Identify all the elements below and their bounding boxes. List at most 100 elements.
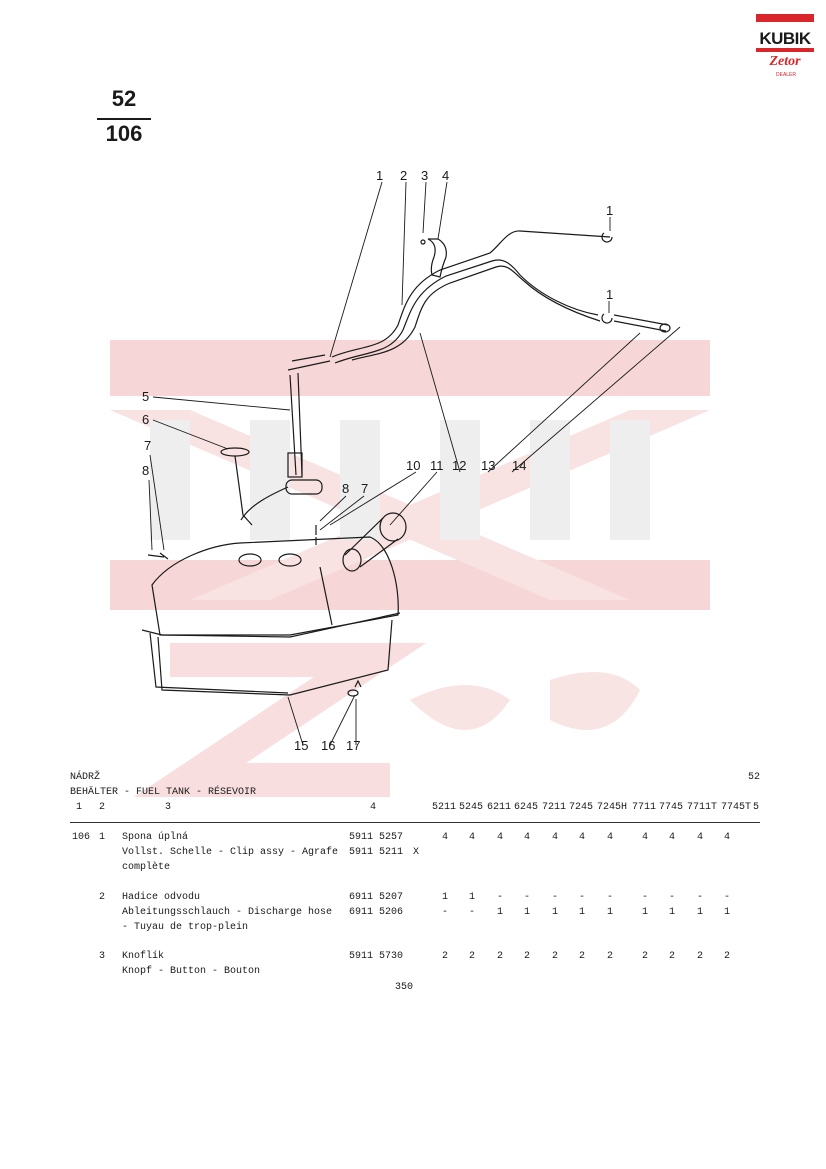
row-1-pos: 1 [99, 832, 106, 843]
logo-brand: KUBIK [759, 29, 811, 48]
qty-cell: 2 [552, 951, 559, 962]
model-7211: 7211 [542, 802, 567, 813]
page-folio: 350 [395, 982, 414, 993]
qty-cell: - [697, 892, 704, 903]
qty-cell: - [607, 892, 614, 903]
logo-sub: Zetor [769, 54, 801, 69]
row-3-pos: 3 [99, 951, 106, 962]
row-2-part-2: 6911 5206 [349, 907, 404, 918]
callout-5: 5 [142, 389, 149, 404]
model-5245: 5245 [459, 802, 484, 813]
qty-cell: 4 [552, 832, 559, 843]
model-7711: 7711 [632, 802, 657, 813]
callout-8: 8 [142, 463, 149, 478]
fuel-tank-exploded-diagram: 1 2 3 4 1 1 5 6 7 8 8 7 10 11 12 13 14 1… [141, 168, 681, 753]
callout-1c: 1 [606, 287, 613, 302]
row-1-desc-3: complète [122, 862, 171, 873]
row-2-desc-1: Hadice odvodu [122, 892, 201, 903]
qty-cell: - [469, 907, 476, 918]
callout-10: 10 [406, 458, 420, 473]
callout-14: 14 [512, 458, 526, 473]
qty-cell: 2 [669, 951, 676, 962]
model-7745: 7745 [659, 802, 684, 813]
qty-cell: 2 [724, 951, 731, 962]
row-2-desc-3: - Tuyau de trop-plein [122, 922, 249, 933]
model-7711t: 7711T [687, 802, 718, 813]
qty-cell: 4 [579, 832, 586, 843]
page-number-divider [97, 118, 151, 120]
callout-11: 11 [430, 458, 444, 473]
qty-cell: 2 [469, 951, 476, 962]
callout-8b: 8 [342, 481, 349, 496]
column-header-row: 1 2 3 4 5211 5245 6211 6245 7211 7245 72… [0, 802, 826, 816]
qty-cell: 1 [497, 907, 504, 918]
qty-cell: 2 [442, 951, 449, 962]
col-label-2: 2 [99, 802, 106, 813]
qty-cell: 1 [524, 907, 531, 918]
section-title-cz: NÁDRŽ [70, 772, 101, 783]
model-5: 5 [753, 802, 760, 813]
callout-1b: 1 [606, 203, 613, 218]
row-3-desc-2: Knopf - Button - Bouton [122, 966, 261, 977]
qty-cell: 2 [579, 951, 586, 962]
model-7745t: 7745T [721, 802, 752, 813]
qty-cell: 4 [724, 832, 731, 843]
callout-2: 2 [400, 168, 407, 183]
qty-cell: 1 [469, 892, 476, 903]
callout-3: 3 [421, 168, 428, 183]
qty-cell: 4 [607, 832, 614, 843]
qty-cell: - [579, 892, 586, 903]
qty-cell: 2 [524, 951, 531, 962]
callout-4: 4 [442, 168, 449, 183]
col-label-4: 4 [370, 802, 377, 813]
row-1-mark: X [413, 847, 420, 858]
qty-cell: 1 [697, 907, 704, 918]
row-2-desc-2: Ableitungsschlauch - Discharge hose [122, 907, 333, 918]
model-7245h: 7245H [597, 802, 628, 813]
qty-cell: - [497, 892, 504, 903]
qty-cell: 2 [607, 951, 614, 962]
qty-cell: - [552, 892, 559, 903]
row-2-part-1: 6911 5207 [349, 892, 404, 903]
callout-1: 1 [376, 168, 383, 183]
qty-cell: 1 [724, 907, 731, 918]
group-number: 52 [748, 772, 761, 783]
qty-cell: 1 [669, 907, 676, 918]
qty-cell: 4 [524, 832, 531, 843]
callout-7b: 7 [361, 481, 368, 496]
qty-cell: - [442, 907, 449, 918]
qty-cell: 2 [497, 951, 504, 962]
qty-cell: 4 [642, 832, 649, 843]
qty-cell: 4 [697, 832, 704, 843]
callout-13: 13 [481, 458, 495, 473]
page-number-top: 52 [111, 86, 137, 111]
model-6245: 6245 [514, 802, 539, 813]
qty-cell: - [642, 892, 649, 903]
qty-cell: - [669, 892, 676, 903]
qty-cell: - [724, 892, 731, 903]
row-2-pos: 2 [99, 892, 106, 903]
qty-cell: 4 [469, 832, 476, 843]
col-label-3: 3 [165, 802, 172, 813]
logo-tag: DEALER [776, 72, 797, 78]
qty-cell: 4 [669, 832, 676, 843]
qty-cell: - [524, 892, 531, 903]
qty-cell: 1 [607, 907, 614, 918]
row-3-desc-1: Knoflík [122, 951, 165, 962]
row-1-desc-1: Spona úplná [122, 832, 189, 843]
logo-mid-stripe [756, 48, 814, 52]
qty-cell: 4 [442, 832, 449, 843]
page-number-bottom: 106 [105, 121, 143, 146]
header-rule [70, 822, 760, 823]
callout-12: 12 [452, 458, 466, 473]
section-title-multilang: BEHÄLTER - FUEL TANK - RÉSEVOIR [70, 787, 257, 798]
row-1-part-1: 5911 5257 [349, 832, 404, 843]
row-3-part-1: 5911 5730 [349, 951, 404, 962]
qty-cell: 1 [579, 907, 586, 918]
callout-6: 6 [142, 412, 149, 427]
callout-17: 17 [346, 738, 360, 753]
callout-16: 16 [321, 738, 335, 753]
qty-cell: 1 [442, 892, 449, 903]
model-7245: 7245 [569, 802, 594, 813]
qty-cell: 1 [552, 907, 559, 918]
